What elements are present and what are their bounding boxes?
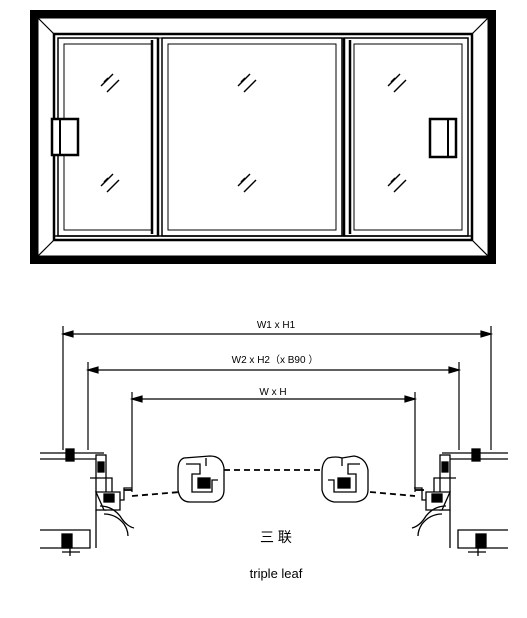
dimension-inner-label: W x H [259, 387, 286, 398]
window-elevation [30, 10, 496, 264]
glass-mark-icon [387, 173, 407, 193]
glass-mark-icon [237, 173, 257, 193]
center-sash [161, 37, 343, 237]
caption-chinese: 三 联 [260, 529, 292, 545]
glass-mark-icon [100, 173, 120, 193]
section-drawing: W1 x H1 W2 x H2（x B90 ） W x H [40, 320, 508, 556]
left-frame-profile [40, 448, 135, 556]
caption-english: triple leaf [250, 566, 303, 581]
right-handle-icon [428, 117, 458, 159]
glass-hatch-marks [100, 73, 407, 193]
dimension-inner [129, 392, 418, 492]
glass-mark-icon [237, 73, 257, 93]
left-handle-icon [50, 117, 80, 157]
right-interlock-profile [321, 455, 369, 503]
glass-mark-icon [387, 73, 407, 93]
dimension-outer [60, 326, 494, 450]
dimension-middle-label: W2 x H2（x B90 ） [232, 354, 319, 366]
glazing-lines [124, 469, 424, 497]
left-interlock-profile [177, 455, 225, 503]
right-frame-profile [411, 448, 508, 556]
dimension-outer-label: W1 x H1 [257, 320, 296, 331]
dimension-middle [85, 362, 462, 450]
glass-mark-icon [100, 73, 120, 93]
